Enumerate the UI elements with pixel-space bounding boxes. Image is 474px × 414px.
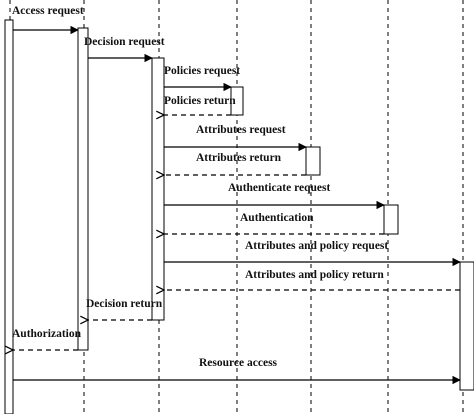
- message-arrows: [13, 25, 461, 385]
- activation-bar-3: [151, 57, 165, 321]
- label-attributes-policy-return: Attributes and policy return: [245, 269, 384, 281]
- label-resource-access: Resource access: [199, 357, 278, 369]
- activation-boxes: [4, 19, 474, 414]
- label-authentication: Authentication: [240, 212, 314, 224]
- label-attributes-policy-request: Attributes and policy request: [245, 240, 388, 252]
- label-attributes-return: Attributes return: [196, 152, 282, 164]
- activation-bar-6: [383, 204, 399, 235]
- activation-bar-4: [230, 86, 244, 116]
- label-policies-return: Policies return: [164, 95, 236, 107]
- label-policies-request: Policies request: [164, 65, 240, 77]
- activation-bar-2: [77, 27, 89, 351]
- activation-bar-5: [305, 146, 321, 176]
- activation-bar-1: [4, 19, 14, 414]
- label-authenticate-request: Authenticate request: [228, 182, 330, 194]
- label-decision-request: Decision request: [84, 36, 165, 48]
- label-access-request: Access request: [12, 5, 84, 17]
- label-decision-return: Decision return: [86, 298, 163, 310]
- message-labels: Access request Decision request Policies…: [12, 5, 388, 369]
- label-authorization: Authorization: [12, 328, 82, 340]
- label-attributes-request: Attributes request: [196, 124, 286, 136]
- activation-bar-7: [459, 261, 474, 391]
